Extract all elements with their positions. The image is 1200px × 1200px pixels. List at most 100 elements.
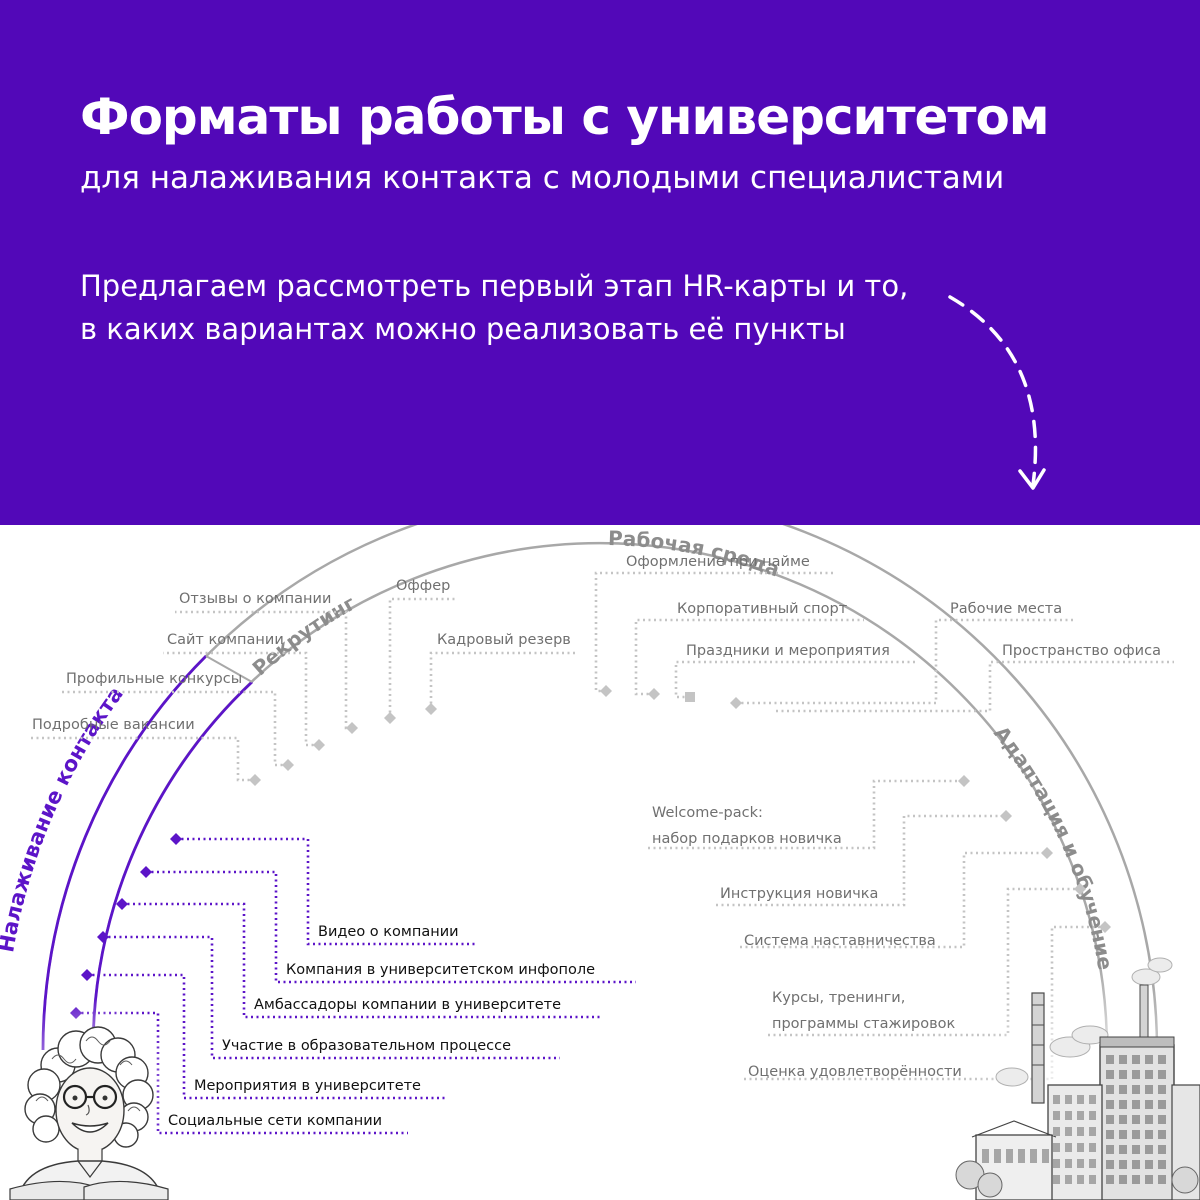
- factory-window: [1053, 1159, 1060, 1168]
- factory-window: [1030, 1149, 1037, 1163]
- intro-line-1: Предлагаем рассмотреть первый этап HR-ка…: [80, 269, 909, 303]
- factory-window: [1132, 1085, 1140, 1094]
- leader-lines: [28, 571, 1174, 1135]
- label-recruiting-1: Подробные вакансии: [32, 717, 195, 733]
- factory-window: [1158, 1085, 1166, 1094]
- label-adaptation-4-line1: Курсы, тренинги,: [772, 990, 905, 1006]
- factory-window: [1119, 1145, 1127, 1154]
- leader-adaptation-5: [744, 925, 1105, 1081]
- factory-window: [1132, 1070, 1140, 1079]
- factory-illustration: [955, 957, 1200, 1200]
- factory-window: [1158, 1100, 1166, 1109]
- node-contact-4: [96, 930, 110, 944]
- factory-window: [1145, 1100, 1153, 1109]
- factory-window: [1106, 1145, 1114, 1154]
- label-contact-5: Мероприятия в университете: [194, 1078, 421, 1094]
- label-contact-3: Амбассадоры компании в университете: [254, 997, 561, 1013]
- factory-window: [1119, 1070, 1127, 1079]
- label-adaptation-4-line2: программы стажировок: [772, 1016, 955, 1032]
- node-contact-2: [139, 865, 153, 879]
- factory-window: [1053, 1175, 1060, 1184]
- factory-window: [1145, 1085, 1153, 1094]
- label-environment-1: Оформление при найме: [626, 554, 810, 570]
- leader-environment-4: [736, 618, 1074, 705]
- factory-window: [982, 1149, 989, 1163]
- factory-window: [1158, 1055, 1166, 1064]
- label-recruiting-5: Оффер: [396, 578, 450, 594]
- factory-window: [1106, 1115, 1114, 1124]
- leader-environment-5: [776, 660, 1174, 713]
- factory-window: [1132, 1130, 1140, 1139]
- dashed-arrow-icon: [948, 295, 1046, 490]
- smiling-student-illustration: [2, 997, 178, 1200]
- factory-window: [1145, 1115, 1153, 1124]
- label-adaptation-1-line2: набор подарков новичка: [652, 831, 842, 847]
- factory-window: [1119, 1130, 1127, 1139]
- factory-window: [1053, 1143, 1060, 1152]
- factory-window: [1077, 1095, 1084, 1104]
- node-recruiting-4: [345, 721, 359, 735]
- factory-window: [1132, 1100, 1140, 1109]
- factory-window: [1077, 1111, 1084, 1120]
- factory-window: [1089, 1175, 1096, 1184]
- label-recruiting-6: Кадровый резерв: [437, 632, 571, 648]
- leader-contact-3: [122, 902, 602, 1019]
- factory-window: [1077, 1143, 1084, 1152]
- factory-window: [1065, 1127, 1072, 1136]
- leader-adaptation-1: [648, 779, 964, 850]
- factory-window: [1077, 1127, 1084, 1136]
- leader-recruiting-5: [388, 597, 456, 718]
- leader-recruiting-2: [62, 690, 288, 767]
- factory-window: [1065, 1175, 1072, 1184]
- label-contact-4: Участие в образовательном процессе: [222, 1038, 511, 1054]
- node-adaptation-3: [1040, 846, 1054, 860]
- intro-text: Предлагаем рассмотреть первый этап HR-ка…: [80, 265, 980, 351]
- node-contact-3: [115, 897, 129, 911]
- label-contact-2: Компания в университетском инфополе: [286, 962, 595, 978]
- header-banner: Форматы работы с университетом для налаж…: [0, 0, 1200, 525]
- factory-window: [1106, 1085, 1114, 1094]
- factory-window: [1065, 1111, 1072, 1120]
- factory-window: [1106, 1130, 1114, 1139]
- leader-environment-1: [594, 571, 834, 693]
- factory-window: [1145, 1145, 1153, 1154]
- factory-window: [1077, 1159, 1084, 1168]
- label-recruiting-2: Профильные конкурсы: [66, 671, 242, 687]
- factory-window: [1065, 1095, 1072, 1104]
- node-contact-5: [80, 968, 94, 982]
- factory-window: [1145, 1070, 1153, 1079]
- road-arcs: [41, 525, 1159, 1051]
- node-recruiting-6: [424, 702, 438, 716]
- leader-contact-1: [176, 837, 478, 946]
- factory-window: [1119, 1175, 1127, 1184]
- factory-window: [1053, 1127, 1060, 1136]
- page-title: Форматы работы с университетом: [80, 88, 1050, 146]
- node-environment-4: [729, 696, 743, 710]
- label-environment-2: Корпоративный спорт: [677, 601, 848, 617]
- factory-window: [1119, 1160, 1127, 1169]
- factory-window: [1132, 1115, 1140, 1124]
- factory-window: [1158, 1175, 1166, 1184]
- factory-window: [1089, 1159, 1096, 1168]
- factory-window: [1018, 1149, 1025, 1163]
- label-adaptation-1-line1: Welcome-pack:: [652, 805, 763, 821]
- factory-window: [1132, 1175, 1140, 1184]
- label-recruiting-4: Отзывы о компании: [179, 591, 331, 607]
- leader-adaptation-3: [740, 851, 1047, 949]
- node-recruiting-1: [248, 773, 262, 787]
- factory-window: [1053, 1095, 1060, 1104]
- label-environment-3: Праздники и мероприятия: [686, 643, 890, 659]
- factory-window: [1106, 1100, 1114, 1109]
- factory-window: [1077, 1175, 1084, 1184]
- label-environment-5: Пространство офиса: [1002, 643, 1161, 659]
- label-contact-6: Социальные сети компании: [168, 1113, 382, 1129]
- factory-window: [1106, 1175, 1114, 1184]
- factory-window: [1089, 1095, 1096, 1104]
- leader-adaptation-2: [716, 814, 1006, 907]
- hr-map-diagram: Налаживание контакта Рекрутинг Рабочая с…: [0, 525, 1200, 1200]
- stage-label-adaptation: Адаптация и обучение: [989, 721, 1117, 971]
- leader-recruiting-6: [429, 651, 578, 709]
- label-contact-1: Видео о компании: [318, 924, 459, 940]
- node-adaptation-1: [957, 774, 971, 788]
